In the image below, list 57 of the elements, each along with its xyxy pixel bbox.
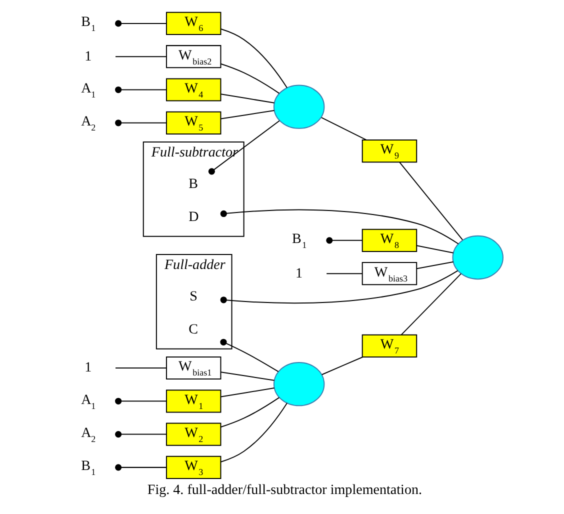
node-text: S <box>190 288 198 304</box>
connector <box>115 20 166 27</box>
connector <box>220 338 279 372</box>
connector <box>220 397 280 428</box>
node-box: W$_{7}$ <box>362 334 418 358</box>
node-box: W$_{bias1}$ <box>166 356 222 380</box>
node-text: A$_{1}$ <box>81 80 96 100</box>
connector <box>115 430 166 438</box>
connector <box>220 270 458 304</box>
connector <box>401 273 462 336</box>
node-circle <box>273 362 325 406</box>
node-text: 1 <box>84 48 92 64</box>
connector <box>208 120 280 175</box>
node-box: W$_{5}$ <box>166 111 222 134</box>
node-box: W$_{3}$ <box>166 456 222 479</box>
node-box: W$_{2}$ <box>166 422 222 446</box>
node-text: B$_{1}$ <box>81 14 96 34</box>
connector <box>220 94 274 104</box>
node-text: B$_{1}$ <box>292 231 307 250</box>
node-box: W$_{9}$ <box>362 139 418 163</box>
connector <box>220 402 288 462</box>
connector <box>115 86 166 94</box>
node-text: A$_{2}$ <box>81 425 96 444</box>
connector <box>220 63 280 94</box>
node-circle <box>273 84 325 129</box>
connector <box>220 110 274 120</box>
connector <box>220 388 274 398</box>
connector <box>115 398 166 404</box>
node-text: D <box>188 209 199 226</box>
connector <box>115 464 166 471</box>
node-text: B$_{1}$ <box>81 458 96 478</box>
node-text: B <box>188 176 198 192</box>
node-text: 1 <box>296 265 303 282</box>
node-box: W$_{4}$ <box>166 78 222 102</box>
connector <box>326 237 362 244</box>
connector <box>322 356 363 376</box>
node-circle <box>452 235 504 280</box>
connector <box>416 261 454 270</box>
connector <box>416 245 454 254</box>
connector <box>220 28 288 88</box>
node-text: C <box>188 322 198 338</box>
connector <box>115 120 166 126</box>
connector <box>321 117 367 140</box>
node-box: W$_{6}$ <box>166 12 222 36</box>
node-box: W$_{bias3}$ <box>362 262 418 286</box>
connector <box>116 56 166 58</box>
node-box: W$_{bias2}$ <box>166 45 222 68</box>
connector <box>399 162 463 240</box>
connector <box>220 209 459 244</box>
node-box: W$_{1}$ <box>166 390 222 413</box>
node-text: A$_{1}$ <box>81 392 96 411</box>
node-text: 1 <box>84 360 92 376</box>
connector <box>326 273 362 274</box>
connector <box>220 372 274 381</box>
node-text: A$_{2}$ <box>81 114 96 133</box>
caption: Fig. 4. full-adder/full-subtractor implementation. <box>147 482 422 498</box>
node-box: W$_{8}$ <box>362 228 418 252</box>
